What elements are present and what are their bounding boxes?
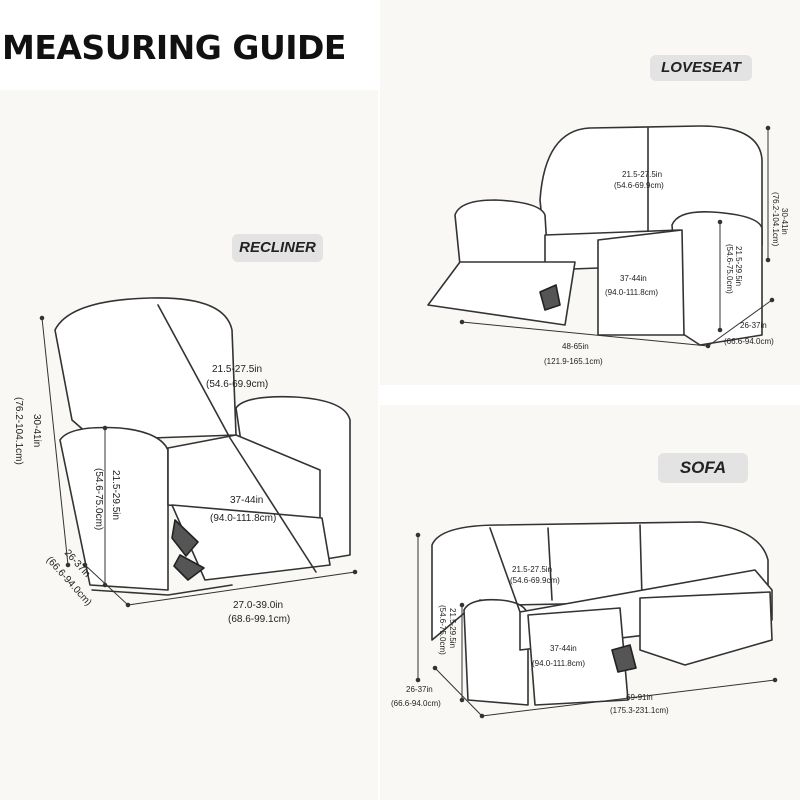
recliner-width-metric: (68.6-99.1cm) — [228, 614, 290, 625]
recliner-width-label: 27.0-39.0in — [233, 600, 283, 611]
loveseat-left-arm — [454, 199, 549, 266]
sofa-left-arm — [463, 598, 529, 706]
page-title: MEASURING GUIDE — [2, 28, 346, 67]
recliner-backrest — [54, 297, 237, 441]
recliner-seat-depth-label: 37-44in — [230, 495, 263, 506]
sofa-backrest — [431, 521, 769, 641]
sofa-drawing — [415, 521, 778, 719]
loveseat-mechanism — [539, 284, 561, 311]
recliner-label: RECLINER — [232, 234, 323, 262]
loveseat-depth-label: 26-37in — [740, 321, 767, 330]
sofa-seat-depth-metric: (94.0-111.8cm) — [532, 659, 585, 668]
recliner-footrest — [171, 504, 331, 581]
loveseat-width-metric: (121.9-165.1cm) — [544, 357, 603, 366]
recliner-seat-depth-metric: (94.0-111.8cm) — [210, 513, 276, 524]
recliner-dimension-lines — [39, 315, 358, 608]
recliner-seat — [167, 434, 321, 521]
loveseat-total-height-label: 30-41in — [780, 208, 789, 235]
sofa-seat-height-label: 21.5-29.5in — [448, 608, 457, 648]
sofa-back-divider-2 — [639, 524, 643, 599]
loveseat-dimension-lines — [459, 125, 775, 349]
loveseat-label: LOVESEAT — [650, 55, 752, 81]
loveseat-back-height-metric: (54.6-69.9cm) — [614, 181, 664, 190]
loveseat-back-height-label: 21.5-27.5in — [622, 170, 662, 179]
loveseat-left-footrest — [427, 261, 576, 326]
sofa-dimension-lines — [415, 532, 778, 719]
recliner-center-seam — [157, 304, 317, 573]
sofa-seat-height-metric: (54.6-75.0cm) — [438, 605, 447, 655]
loveseat-depth-metric: (66.6-94.0cm) — [724, 337, 774, 346]
sofa-right-footrest — [639, 591, 773, 666]
recliner-total-height-metric: (76.2-104.1cm) — [13, 397, 24, 465]
sofa-left-footrest — [527, 607, 629, 706]
loveseat-drawing — [427, 125, 775, 349]
sofa-width-label: 69-91in — [626, 693, 653, 702]
sofa-seat-depth-label: 37-44in — [550, 644, 577, 653]
loveseat-seat-depth-metric: (94.0-111.8cm) — [605, 288, 658, 297]
loveseat-width-label: 48-65in — [562, 342, 589, 351]
sofa-depth-label: 26-37in — [406, 685, 433, 694]
loveseat-total-height-metric: (76.2-104.1cm) — [771, 192, 780, 247]
sofa-back-height-label: 21.5-27.5in — [512, 565, 552, 574]
recliner-drawing — [39, 297, 358, 608]
loveseat-right-footrest — [597, 229, 685, 336]
recliner-total-height-label: 30-41in — [31, 414, 42, 447]
sofa-back-divider-1 — [547, 527, 553, 601]
sofa-mechanism — [611, 644, 637, 673]
sofa-label: SOFA — [658, 453, 748, 483]
sofa-seam — [489, 527, 521, 613]
loveseat-seat-height-metric: (54.6-75.0cm) — [725, 244, 734, 294]
recliner-mechanism — [171, 519, 205, 581]
recliner-back-height-label: 21.5-27.5in — [212, 364, 262, 375]
sofa-width-metric: (175.3-231.1cm) — [610, 706, 669, 715]
loveseat-right-arm — [671, 210, 763, 346]
recliner-seat-height-label: 21.5-29.5in — [110, 470, 121, 520]
loveseat-seat-depth-label: 37-44in — [620, 274, 647, 283]
sofa-depth-metric: (66.6-94.0cm) — [391, 699, 441, 708]
loveseat-seat-height-label: 21.5-29.5in — [734, 246, 743, 286]
recliner-seat-height-metric: (54.6-75.0cm) — [93, 468, 104, 530]
recliner-base-edge — [91, 584, 233, 596]
sofa-back-height-metric: (54.6-69.9cm) — [510, 576, 560, 585]
recliner-back-height-metric: (54.6-69.9cm) — [206, 379, 268, 390]
